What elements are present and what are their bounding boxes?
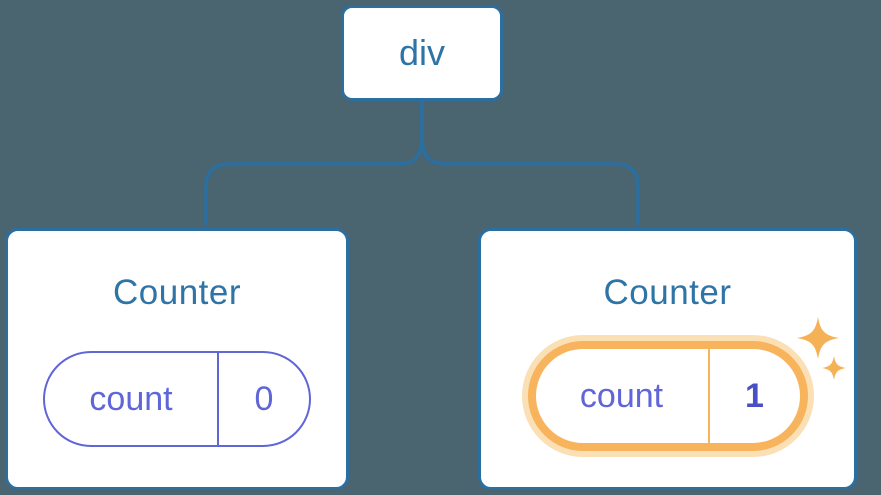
state-pill-highlighted: count 1 (527, 341, 808, 451)
sparkle-small (822, 356, 846, 380)
tree-node-counter-left: Counter count 0 (5, 228, 349, 490)
sparkle-large (797, 317, 839, 359)
tree-node-div: div (341, 5, 503, 101)
sparkles-icon (797, 317, 846, 380)
state-key-cell: count (45, 353, 219, 445)
connector-left-branch (204, 100, 424, 226)
root-node-label: div (398, 32, 446, 73)
counter-title: Counter (603, 273, 732, 312)
counter-title: Counter (112, 273, 242, 312)
connector-right-branch (420, 100, 640, 226)
state-pill: count 0 (43, 351, 311, 447)
state-key-cell: count (536, 349, 710, 443)
state-value-cell: 0 (254, 379, 274, 418)
tree-node-counter-right: Counter count 1 (478, 228, 857, 490)
state-value-cell: 1 (745, 376, 764, 415)
